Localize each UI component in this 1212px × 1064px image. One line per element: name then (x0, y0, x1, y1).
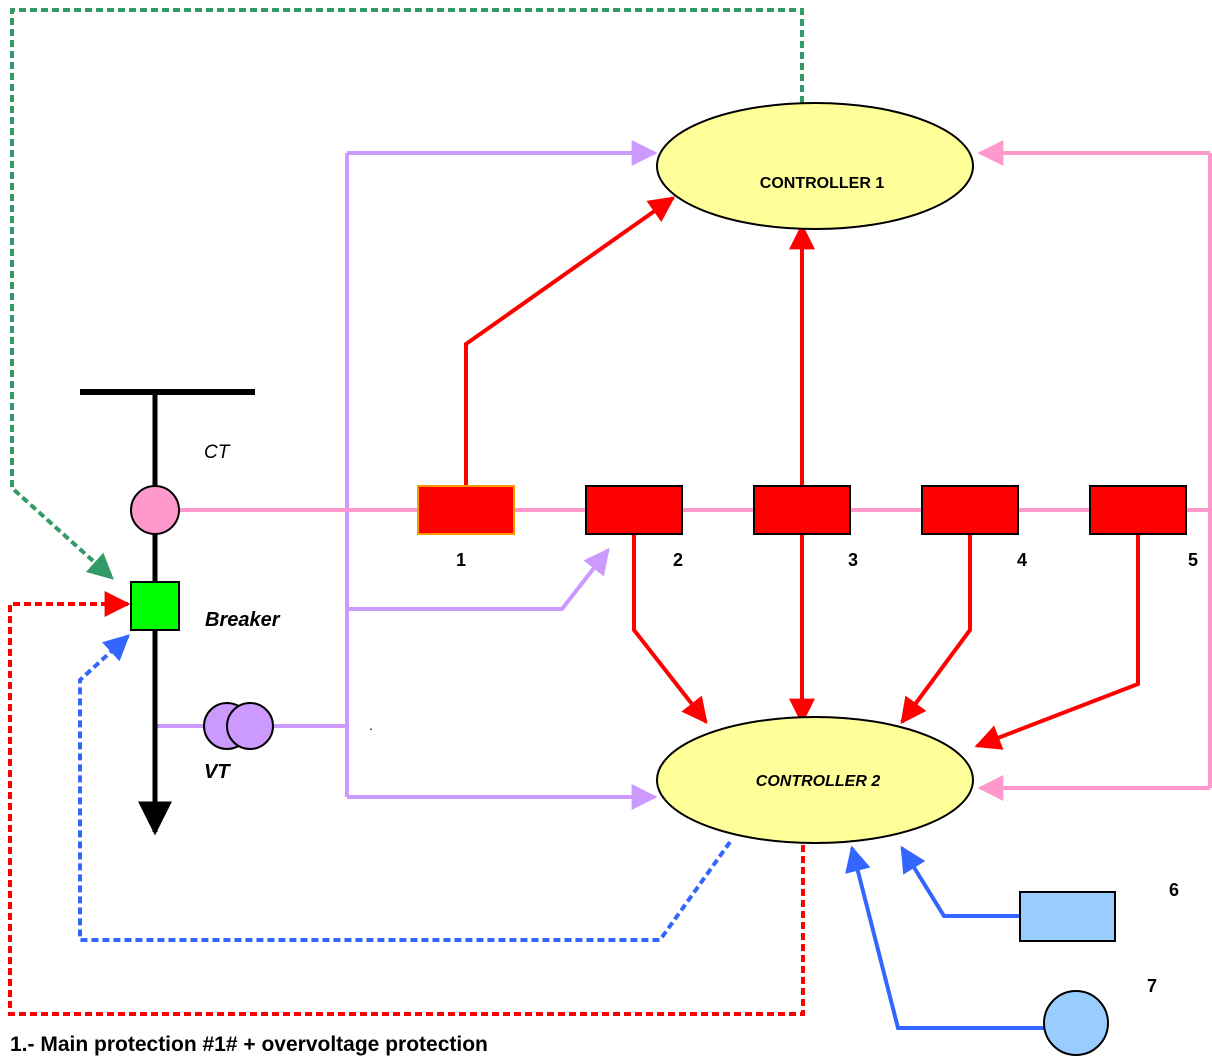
input-7: 7 (1043, 976, 1157, 1056)
blue-dashed-trip-line (78, 634, 732, 942)
voltage-transformer: VT (203, 702, 274, 783)
relay-5 (1089, 485, 1187, 535)
breaker: Breaker (130, 581, 281, 631)
vt-label: VT (204, 761, 231, 783)
red-dashed-trip-line (8, 591, 805, 1016)
ct-label: CT (204, 442, 231, 463)
relay-1-number: 1 (456, 550, 466, 570)
vt-to-relay-2-arrow (347, 547, 610, 611)
input-6-number: 6 (1169, 880, 1179, 900)
green-dashed-trip-line (10, 8, 804, 580)
caption: 1.- Main protection #1# + overvoltage pr… (10, 1033, 488, 1056)
relay-5-number: 5 (1188, 550, 1198, 570)
relay-1-to-controller-1-arrow (464, 196, 676, 486)
input-6: 6 (1019, 880, 1179, 942)
relay-3 (753, 485, 851, 535)
input-7-arrow (845, 845, 1044, 1030)
relay-1 (417, 485, 515, 535)
relay-2 (585, 485, 683, 535)
relay-4-to-controller-2-arrow (900, 534, 972, 725)
relay-signal-arrows (464, 196, 1140, 750)
breaker-label: Breaker (205, 609, 281, 631)
controller-2-label: CONTROLLER 2 (756, 773, 881, 790)
input-6-arrow (900, 845, 1020, 918)
relay-2-to-controller-2-arrow (632, 534, 708, 725)
controller-1-label: CONTROLLER 1 (760, 175, 885, 192)
controller-2: CONTROLLER 2 (656, 716, 974, 844)
relay-4-number: 4 (1017, 550, 1027, 570)
ct-signal-lines (180, 140, 1212, 801)
current-transformer: CT (130, 442, 231, 535)
stray-mark: . (369, 717, 373, 733)
relay-3-number: 3 (848, 550, 858, 570)
relay-2-number: 2 (673, 550, 683, 570)
input-7-number: 7 (1147, 976, 1157, 996)
controller-1: CONTROLLER 1 (656, 102, 974, 230)
vt-signal-lines (155, 140, 658, 810)
relay-4 (921, 485, 1019, 535)
input-signal-arrows (845, 845, 1044, 1030)
relay-5-to-controller-2-arrow (974, 534, 1140, 750)
relays: 1 2 3 4 5 (417, 485, 1198, 570)
